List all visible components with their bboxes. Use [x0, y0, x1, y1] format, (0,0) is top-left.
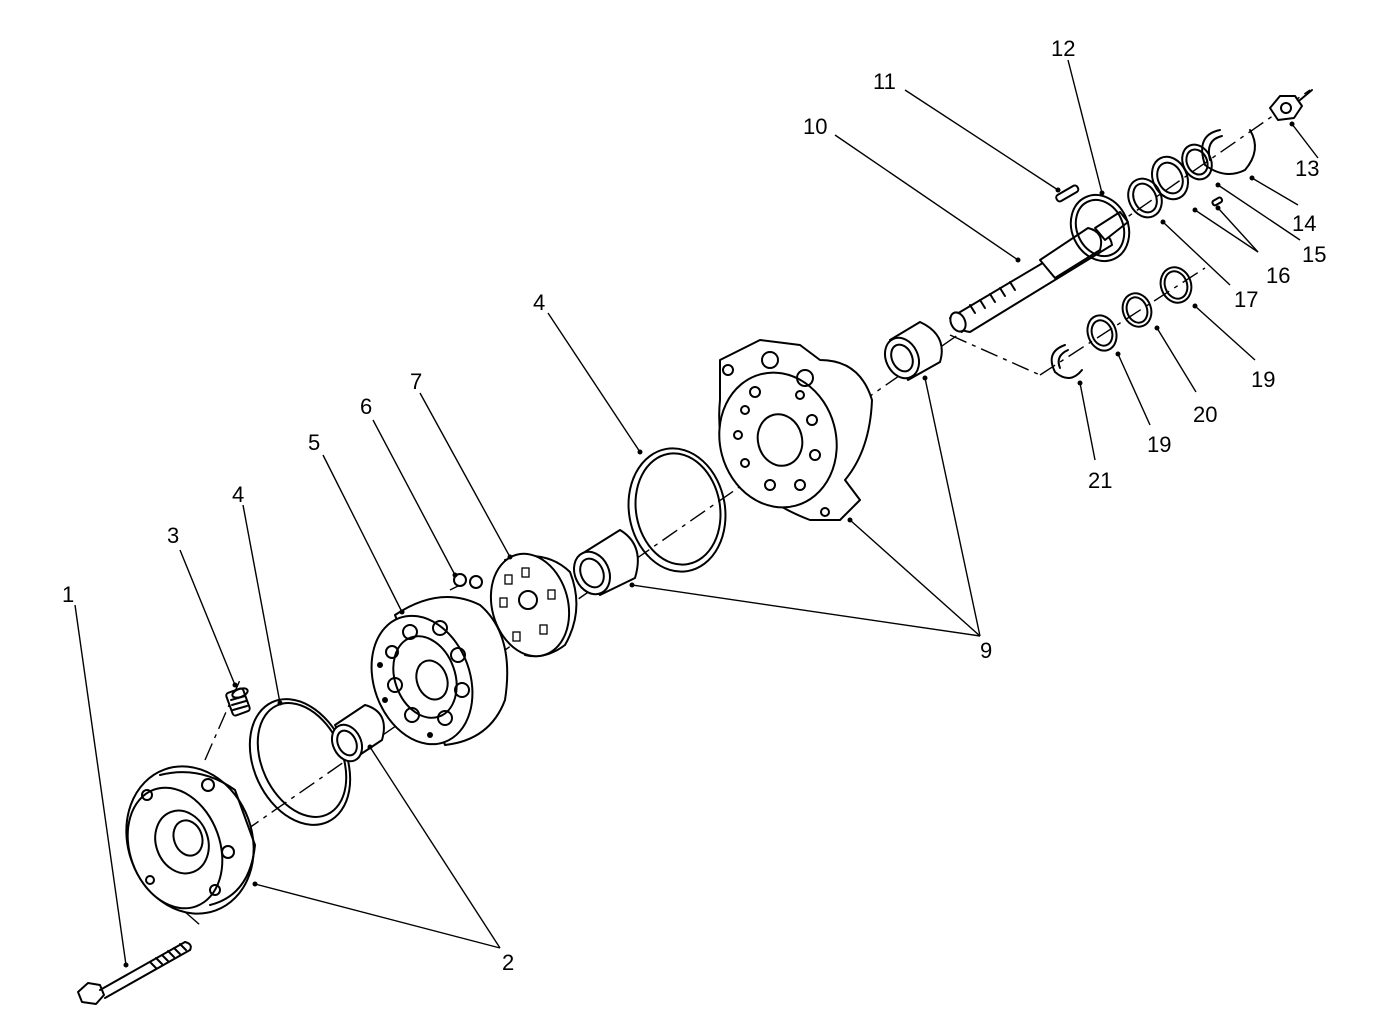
callout-21: 21	[1088, 468, 1112, 493]
callout-10: 10	[803, 114, 827, 139]
part-3-plug	[225, 687, 251, 717]
part-11-key	[1055, 184, 1080, 203]
callout-6: 6	[360, 394, 372, 419]
part-1-bolt	[77, 941, 192, 1005]
center-axis	[159, 89, 1311, 926]
part-2-end-cover	[125, 765, 256, 915]
callout-1: 1	[62, 582, 74, 607]
parts-19-21-rings	[1050, 266, 1193, 379]
callout-labels: 1 2 3 4 4 5 6 7 9 10 11 12 13 14 15 16 1…	[62, 36, 1326, 975]
callout-5: 5	[308, 430, 320, 455]
callout-11: 11	[873, 69, 896, 94]
callout-2: 2	[502, 950, 514, 975]
callout-15: 15	[1302, 242, 1326, 267]
part-13-nut	[1269, 89, 1313, 121]
leader-lines	[74, 59, 1319, 968]
callout-9: 9	[980, 638, 992, 663]
callout-3: 3	[167, 523, 179, 548]
part-12-ring	[1069, 193, 1131, 263]
callout-14: 14	[1292, 211, 1316, 236]
part-2-needle-bearing	[330, 704, 385, 763]
part-5-gerotor	[370, 596, 509, 746]
callout-19-left: 19	[1147, 432, 1171, 457]
callout-13: 13	[1295, 156, 1319, 181]
callout-12: 12	[1051, 36, 1075, 61]
parts-14-17-rings	[1127, 129, 1256, 219]
callout-19-right: 19	[1251, 367, 1275, 392]
callout-7: 7	[410, 369, 422, 394]
part-7-valve-plate	[489, 552, 578, 658]
callout-4-upper: 4	[533, 290, 545, 315]
part-9-bearing-upper	[883, 321, 943, 381]
callout-17: 17	[1234, 287, 1258, 312]
part-9-bushing	[573, 529, 639, 596]
part-10-shaft	[949, 211, 1129, 333]
callout-4-lower: 4	[232, 482, 244, 507]
part-6-check-balls	[453, 573, 483, 589]
callout-16: 16	[1266, 263, 1290, 288]
callout-20: 20	[1193, 402, 1217, 427]
part-9-housing	[718, 339, 873, 521]
part-4-seal-ring-upper	[627, 447, 727, 573]
